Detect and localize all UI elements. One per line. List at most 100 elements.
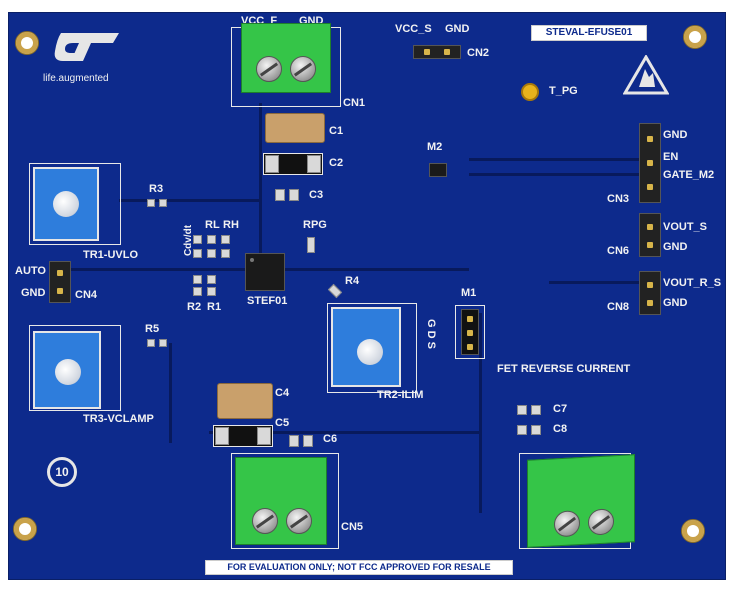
fet-reverse-label: FET REVERSE CURRENT [497, 363, 631, 375]
cn5-terminal-block[interactable] [235, 457, 327, 545]
c6-pad [289, 435, 299, 447]
mounting-hole-bottom-left [13, 517, 37, 541]
m2-label: M2 [427, 141, 443, 153]
tr1-uvlo-potentiometer[interactable] [33, 167, 99, 241]
mounting-hole-top-right [683, 25, 707, 49]
cn4-header[interactable] [49, 261, 71, 303]
stef01-label: STEF01 [247, 295, 288, 307]
mounting-hole-top-left [15, 31, 39, 55]
pin [57, 288, 63, 294]
m1-label: M1 [461, 287, 477, 299]
cn1-terminal-block[interactable] [241, 23, 331, 93]
pot-knob-icon [53, 191, 79, 217]
cn1-label: CN1 [343, 97, 366, 109]
c3-label: C3 [309, 189, 324, 201]
screw-icon [554, 510, 580, 538]
st-logo-icon [54, 33, 119, 61]
r2-label: R2 [187, 301, 202, 313]
tr3-vclamp-potentiometer[interactable] [33, 331, 101, 409]
cn3-en-label: EN [663, 151, 679, 163]
trace [209, 431, 479, 434]
c5-pad [257, 427, 271, 445]
c1-capacitor [265, 113, 325, 143]
cn7-terminal-block[interactable] [527, 454, 635, 548]
c7-pad [517, 405, 527, 415]
cn3-gnd-label: GND [663, 129, 688, 141]
cn4-auto-label: AUTO [15, 265, 46, 277]
smd-pad [193, 275, 202, 284]
c4-capacitor [217, 383, 273, 419]
cn5-outline [231, 453, 339, 549]
cn6-vout-label: VOUT_S [663, 221, 708, 233]
pot-knob-icon [357, 339, 383, 365]
tr1-outline [29, 163, 121, 245]
m1-outline [455, 305, 485, 359]
pin [467, 330, 473, 336]
cn2-vcc-label: VCC_S [395, 23, 432, 35]
t-pg-test-point[interactable] [521, 83, 539, 101]
trace [259, 103, 262, 263]
smd-pad [207, 287, 216, 296]
cn6-header[interactable] [639, 213, 661, 257]
cn6-label: CN6 [607, 245, 630, 257]
c4-label: C4 [275, 387, 290, 399]
trace [119, 199, 259, 202]
pin [467, 316, 473, 322]
c1-label: C1 [329, 125, 344, 137]
pin [647, 300, 653, 306]
pin [647, 282, 653, 288]
cn2-header[interactable] [413, 45, 461, 59]
smd-pad [207, 235, 216, 244]
screw-icon [286, 508, 312, 534]
tr1-label: TR1-UVLO [83, 249, 138, 261]
cn2-label: CN2 [467, 47, 490, 59]
r3-pad [159, 199, 167, 207]
screw-icon [290, 56, 316, 82]
screw-icon [252, 508, 278, 534]
r5-pad [159, 339, 167, 347]
pot-knob-icon [55, 359, 81, 385]
cn3-gate-label: GATE_M2 [663, 169, 715, 181]
rh-label: RH [223, 219, 239, 231]
rpg-resistor [307, 237, 315, 253]
screw-icon [256, 56, 282, 82]
trace [169, 343, 172, 443]
cn3-label: CN3 [607, 193, 630, 205]
c2-pad [265, 155, 279, 173]
footer-note: FOR EVALUATION ONLY; NOT FCC APPROVED FO… [205, 560, 513, 575]
smd-pad [207, 275, 216, 284]
r5-label: R5 [145, 323, 160, 335]
trace [549, 281, 639, 284]
smd-pad [193, 249, 202, 258]
trace [469, 173, 639, 176]
cn4-gnd-label: GND [21, 287, 46, 299]
screw-icon [588, 508, 614, 536]
smd-pad [207, 249, 216, 258]
c5-label: C5 [275, 417, 290, 429]
r4-label: R4 [345, 275, 360, 287]
c3-pad [275, 189, 285, 201]
pin [647, 184, 653, 190]
r3-label: R3 [149, 183, 164, 195]
cn5-label: CN5 [341, 521, 364, 533]
smd-pad [221, 235, 230, 244]
trace [479, 313, 482, 513]
cn2-gnd-label: GND [445, 23, 470, 35]
smd-pad [221, 249, 230, 258]
c2-pad [307, 155, 321, 173]
chip-pin1-dot [250, 258, 254, 262]
pcb-board: life.augmented STEVAL-EFUSE01 VCC_F GND … [8, 12, 726, 580]
smd-pad [193, 287, 202, 296]
cn8-header[interactable] [639, 271, 661, 315]
c8-pad [531, 425, 541, 435]
pin [647, 160, 653, 166]
c8-label: C8 [553, 423, 568, 435]
cn6-gnd-label: GND [663, 241, 688, 253]
c8-pad [517, 425, 527, 435]
esd-warning-icon [623, 55, 669, 95]
tr2-ilim-potentiometer[interactable] [331, 307, 401, 387]
pin [647, 136, 653, 142]
tr3-outline [29, 325, 121, 411]
cn3-header[interactable] [639, 123, 661, 203]
recycle-number: 10 [55, 465, 69, 479]
